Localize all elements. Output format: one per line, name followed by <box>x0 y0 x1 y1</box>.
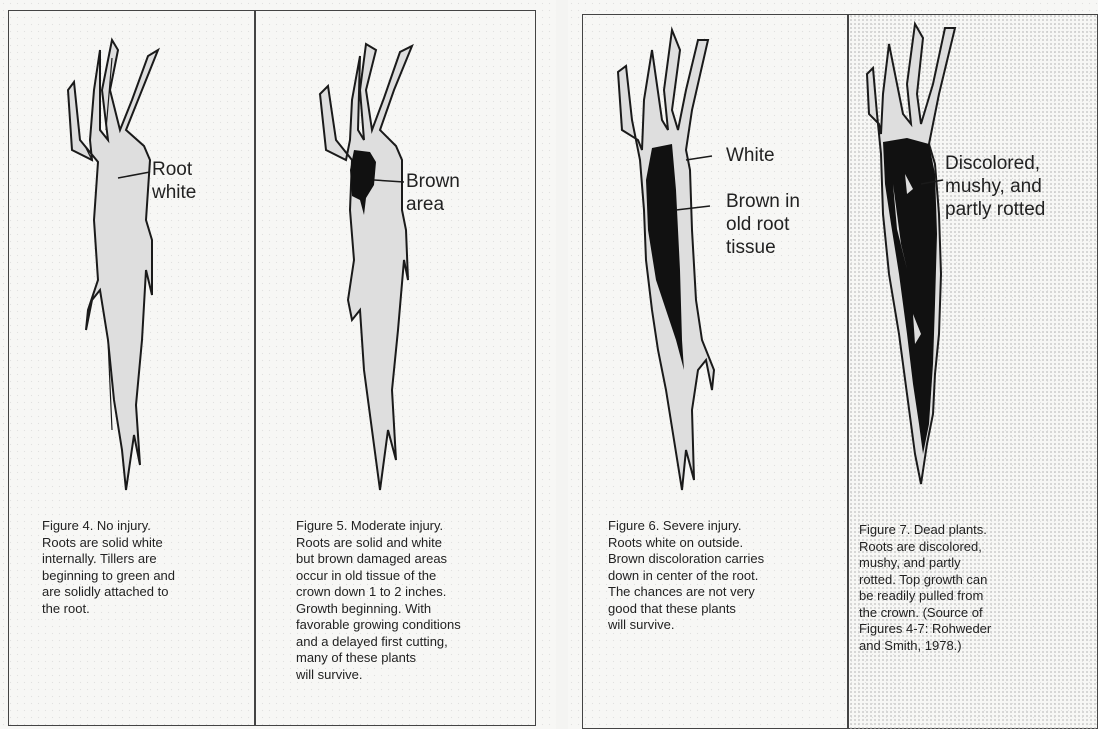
leader-line <box>686 156 712 160</box>
root-white-label: Root white <box>152 158 196 204</box>
figure-7-panel: Discolored, mushy, and partly rotted Fig… <box>849 14 1098 729</box>
figure-6-caption: Figure 6. Severe injury. Roots white on … <box>608 518 764 634</box>
root-outline <box>320 44 412 490</box>
brown-in-old-root-label: Brown in old root tissue <box>726 190 800 259</box>
figure-4-panel: Root white Figure 4. No injury. Roots ar… <box>8 10 254 726</box>
figure-5-caption: Figure 5. Moderate injury. Roots are sol… <box>296 518 461 683</box>
discolored-label: Discolored, mushy, and partly rotted <box>945 152 1045 221</box>
left-figure-sheet: Root white Figure 4. No injury. Roots ar… <box>0 0 556 729</box>
figure-7-caption: Figure 7. Dead plants. Roots are discolo… <box>859 522 991 654</box>
figure-4-root-drawing <box>8 10 254 726</box>
brown-area-label: Brown area <box>406 170 460 216</box>
figure-4-caption: Figure 4. No injury. Roots are solid whi… <box>42 518 175 617</box>
root-outline <box>68 40 158 490</box>
figure-6-panel: White Brown in old root tissue Figure 6.… <box>582 10 847 726</box>
right-figure-sheet: White Brown in old root tissue Figure 6.… <box>568 0 1098 729</box>
white-label: White <box>726 144 775 167</box>
figure-5-panel: Brown area Figure 5. Moderate injury. Ro… <box>256 10 536 726</box>
